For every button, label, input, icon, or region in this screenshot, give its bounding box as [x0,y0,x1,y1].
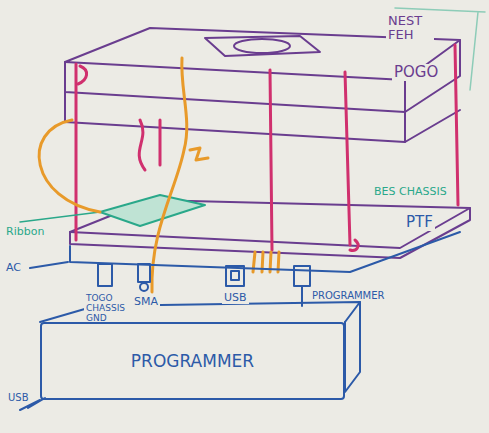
connector-label: PROGRAMMER [310,290,387,301]
connector-label: USB [6,392,31,403]
part-label: PTF [404,214,435,231]
part-label: BES CHASSIS [372,186,449,198]
programmer-box: PROGRAMMER [40,322,345,400]
connector-label: AC [4,262,23,274]
connector-label: TOGO CHASSIS GND [84,294,134,324]
cable-label: Ribbon [4,226,46,238]
box-title: PROGRAMMER [131,351,254,371]
note-label: NEST FEH [386,14,434,43]
connector-label: SMA [132,296,160,308]
part-label: POGO [392,64,440,81]
connector-label: USB [222,292,249,304]
